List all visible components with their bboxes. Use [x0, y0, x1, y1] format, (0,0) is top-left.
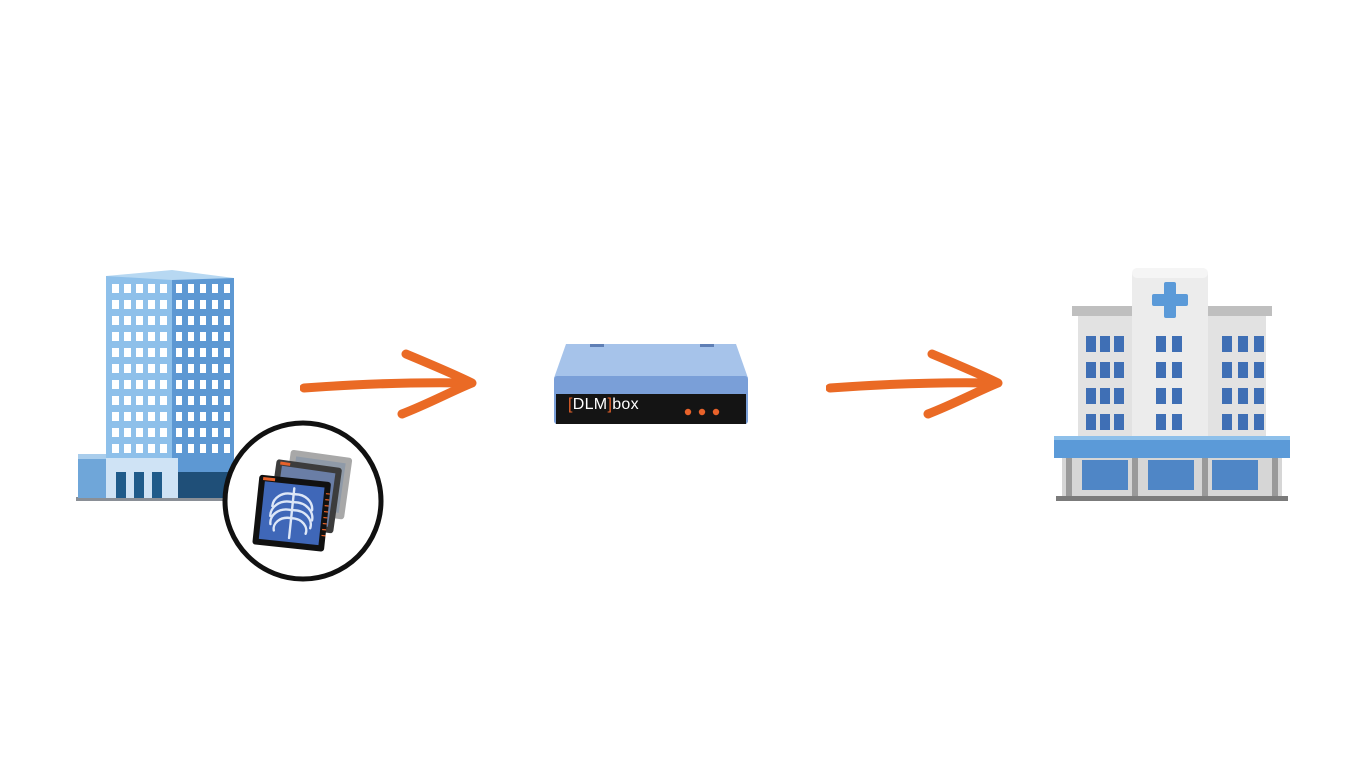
hospital-icon: [1052, 266, 1292, 504]
bracket-close: ]: [607, 396, 613, 413]
dlm-box-label: [DLM]box: [568, 396, 639, 414]
xray-films-icon: [220, 418, 386, 584]
bracket-open: [: [568, 396, 573, 413]
arrow-right-icon: [826, 346, 1006, 422]
office-building-icon: [76, 266, 238, 502]
arrow-right-icon: [300, 346, 480, 422]
suffix-text: box: [612, 396, 639, 413]
brand-text: DLM: [572, 396, 608, 413]
dlm-box-device-icon: [DLM]box: [550, 340, 752, 428]
